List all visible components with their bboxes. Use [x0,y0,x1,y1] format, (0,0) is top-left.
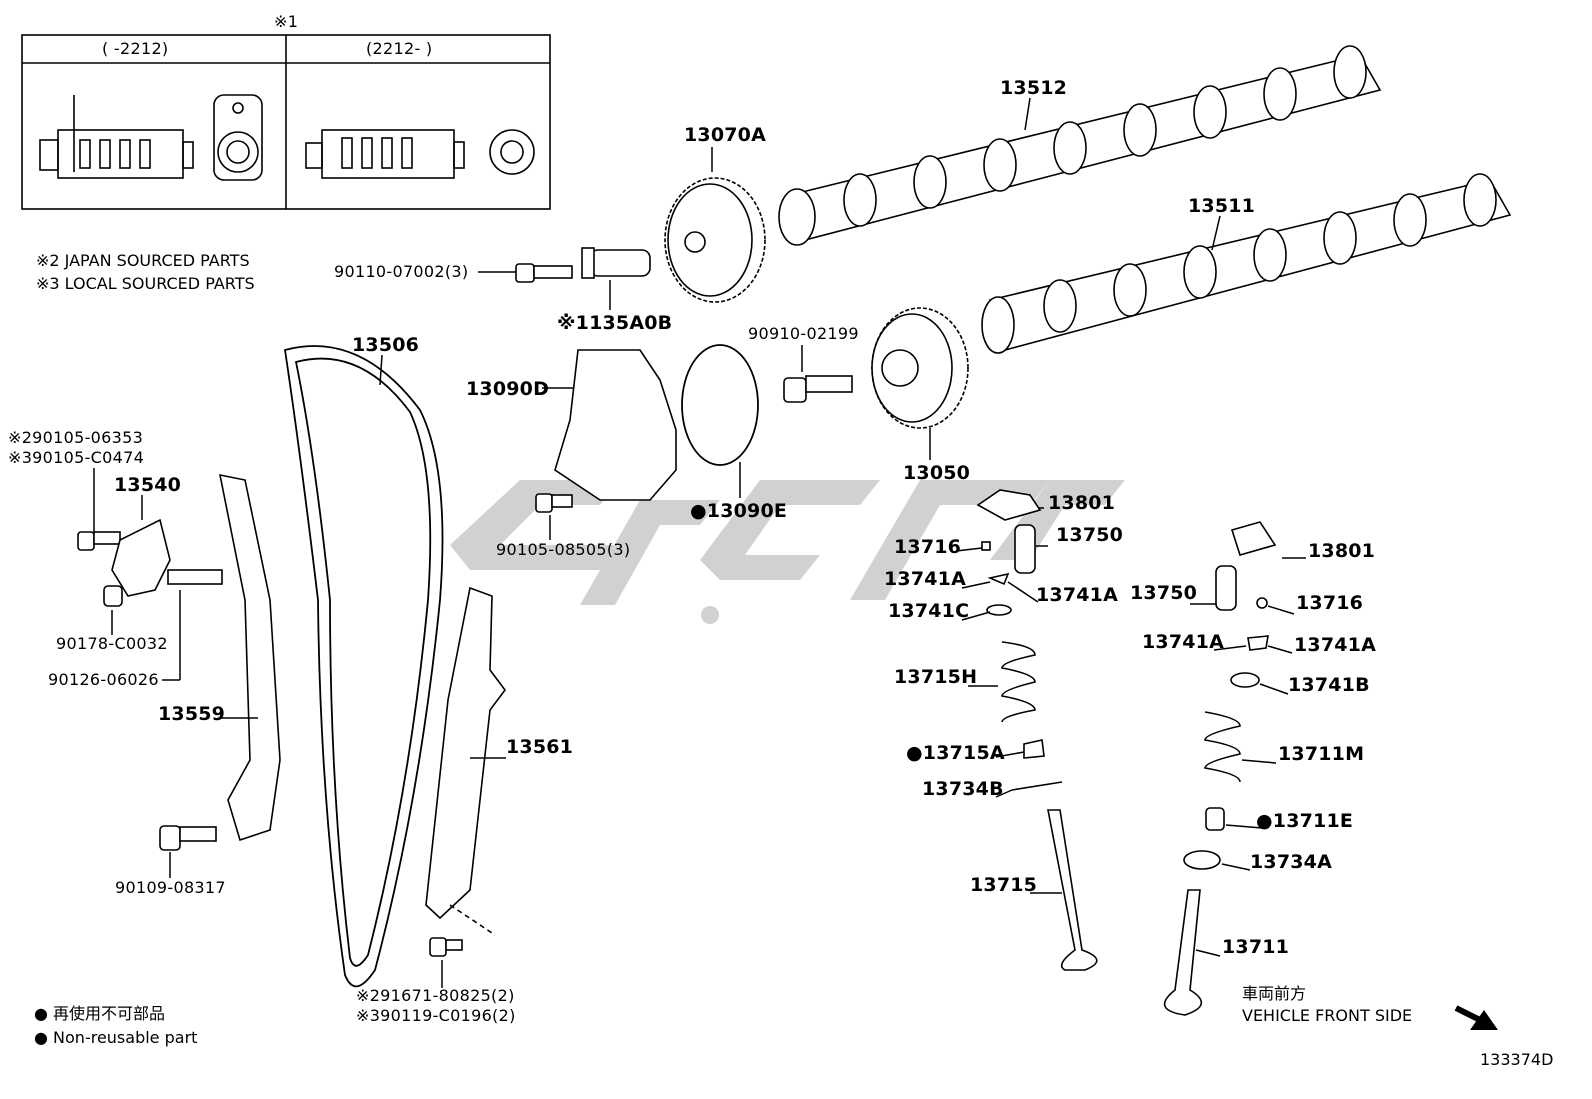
label-13561[interactable]: 13561 [506,736,574,758]
vvt-sprocket-13070A-drawing [664,177,766,303]
label-90105-06353[interactable]: ※290105-06353 [8,428,144,447]
label-90105-C0474[interactable]: ※390105-C0474 [8,448,145,467]
label-13734B[interactable]: 13734B [922,778,1004,800]
timing-cover-13090D-drawing [554,349,677,501]
label-135A0B[interactable]: ※1135A0B [557,312,673,334]
label-13511[interactable]: 13511 [1188,195,1256,217]
label-13750-upper[interactable]: 13750 [1056,524,1124,546]
note-local: ※3 LOCAL SOURCED PARTS [36,274,255,293]
inset-box [21,34,551,210]
chain-guide-13561-drawing [425,586,506,936]
label-90910-02199[interactable]: 90910-02199 [748,324,859,343]
label-13716-lower[interactable]: 13716 [1296,592,1364,614]
label-13090D[interactable]: 13090D [466,378,550,400]
timing-chain-13506-drawing [283,345,444,988]
label-90109-08317[interactable]: 90109-08317 [115,878,226,897]
label-13050[interactable]: 13050 [903,462,971,484]
label-13734A[interactable]: 13734A [1250,851,1333,873]
valve-train-drawing [976,489,1277,1016]
label-13090E[interactable]: ●13090E [690,500,788,522]
vvt-sprocket-13050-drawing [871,307,969,429]
label-90126-06026[interactable]: 90126-06026 [48,670,159,689]
bolts-drawing [77,263,853,957]
label-13070A[interactable]: 13070A [684,124,767,146]
tensioner-13540-drawing [111,518,171,597]
label-13741A-3[interactable]: 13741A [1142,631,1225,653]
ocv-new-drawing [305,129,535,179]
ocv-135A0B-drawing [581,247,651,279]
label-90119-C0196[interactable]: ※390119-C0196(2) [356,1006,516,1025]
label-13715H[interactable]: 13715H [894,666,978,688]
label-90110-07002[interactable]: 90110-07002(3) [334,262,469,281]
label-90178-C0032[interactable]: 90178-C0032 [56,634,168,653]
inset-mark: ※1 [274,12,299,31]
label-13512[interactable]: 13512 [1000,77,1068,99]
label-13801-lower[interactable]: 13801 [1308,540,1376,562]
front-arrow-icon [1454,1005,1498,1030]
label-13741C[interactable]: 13741C [888,600,970,622]
front-en: VEHICLE FRONT SIDE [1242,1006,1413,1025]
label-90105-08505[interactable]: 90105-08505(3) [496,540,631,559]
diagram-id: 133374D [1480,1050,1554,1069]
label-91671-80825[interactable]: ※291671-80825(2) [356,986,515,1005]
legend-jp: ● 再使用不可部品 [34,1004,166,1023]
label-13715[interactable]: 13715 [970,874,1038,896]
label-13506[interactable]: 13506 [352,334,420,356]
camshaft-13512-drawing [778,45,1382,246]
leader-lines [93,97,1306,988]
inset-left-range: ( -2212) [102,39,169,58]
label-13559[interactable]: 13559 [158,703,226,725]
label-13750-lower[interactable]: 13750 [1130,582,1198,604]
front-jp: 車両前方 [1242,984,1307,1003]
note-japan: ※2 JAPAN SOURCED PARTS [36,251,250,270]
label-13715A[interactable]: ●13715A [906,742,1005,764]
inset-right-range: (2212- ) [366,39,433,58]
label-13711E[interactable]: ●13711E [1256,810,1354,832]
label-13801-upper[interactable]: 13801 [1048,492,1116,514]
label-13711M[interactable]: 13711M [1278,743,1365,765]
label-13741B[interactable]: 13741B [1288,674,1370,696]
label-13540[interactable]: 13540 [114,474,182,496]
camshaft-13511-drawing [981,173,1512,354]
label-13741A-1[interactable]: 13741A [884,568,967,590]
chain-slipper-13559-drawing [218,473,281,842]
legend-en: ● Non-reusable part [34,1028,198,1047]
ocv-old-drawing [39,94,263,181]
label-13711[interactable]: 13711 [1222,936,1290,958]
label-13716-upper[interactable]: 13716 [894,536,962,558]
gasket-13090E-drawing [681,344,759,466]
label-13741A-2[interactable]: 13741A [1036,584,1119,606]
label-13741A-4[interactable]: 13741A [1294,634,1377,656]
